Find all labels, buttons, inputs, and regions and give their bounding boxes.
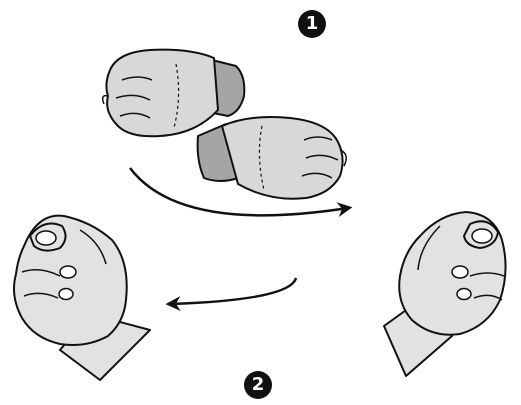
gloved-fist-top-icon <box>103 50 245 137</box>
step-2-badge: 2 <box>244 371 272 399</box>
curved-arrow-left-icon <box>170 278 296 304</box>
pinching-hand-left-icon <box>14 216 150 380</box>
gloved-fist-bottom-icon <box>198 117 347 199</box>
step-1-badge: 1 <box>298 10 326 38</box>
pinching-hand-right-icon <box>384 212 506 376</box>
